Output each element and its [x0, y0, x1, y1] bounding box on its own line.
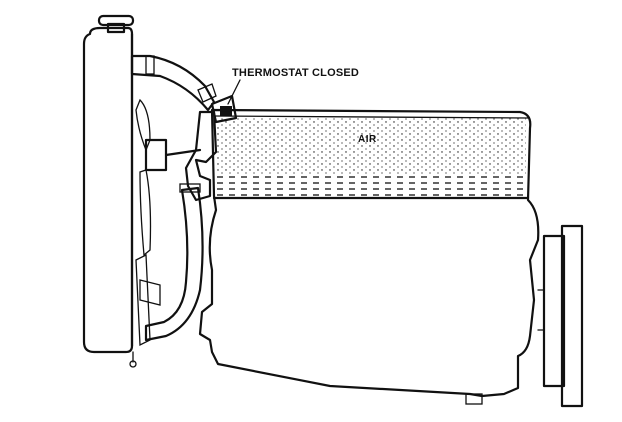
air-pocket-area: [216, 118, 526, 174]
flywheel-disc: [560, 224, 584, 408]
flywheel-hub: [542, 234, 566, 388]
radiator: [82, 14, 137, 368]
fan-hub: [144, 138, 168, 172]
radiator-drain-cock: [129, 360, 137, 368]
upper-hose-clamp-radiator: [145, 55, 155, 75]
upper-radiator-hose: [130, 54, 216, 112]
fan-lower-bracket: [139, 279, 161, 306]
block-deck-line: [213, 115, 529, 119]
engine-block-outline: [198, 108, 540, 398]
fan-blade-lower: [139, 169, 152, 257]
coolant-level-band: [214, 176, 528, 196]
lower-hose-clamp: [179, 183, 201, 193]
fan-shroud: [135, 253, 151, 347]
label-air: AIR: [358, 134, 377, 145]
label-thermostat-closed: THERMOSTAT CLOSED: [232, 67, 359, 79]
engine-block: [198, 108, 540, 405]
oil-pan-drain: [465, 393, 483, 405]
lower-radiator-hose: [144, 186, 204, 342]
fan-blade-upper: [135, 98, 151, 152]
radiator-tank: [82, 26, 134, 354]
upper-hose-clamp-engine: [197, 83, 217, 103]
thermostat-leader-line: [227, 79, 241, 105]
flywheel: [537, 224, 584, 408]
fan-assembly: [135, 98, 202, 347]
